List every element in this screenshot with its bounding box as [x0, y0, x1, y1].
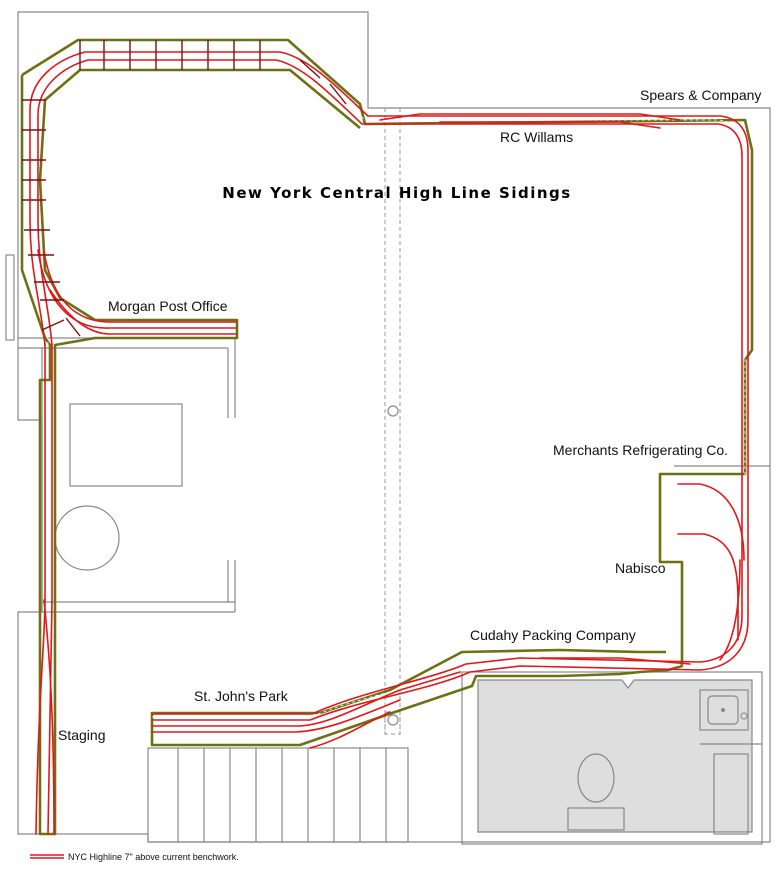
- bathroom: [461, 671, 763, 845]
- legend: NYC Highline 7" above current benchwork.: [30, 852, 239, 862]
- diagram-title: New York Central High Line Sidings: [222, 184, 571, 202]
- labels: New York Central High Line Sidings Spear…: [58, 87, 761, 743]
- equipment-box: [69, 403, 183, 487]
- bathroom-floor: [477, 679, 753, 833]
- support-post-lower: [387, 714, 399, 726]
- label-rc-williams: RC Willams: [500, 129, 573, 145]
- label-st-johns-park: St. John's Park: [194, 688, 289, 704]
- toilet-tank: [567, 807, 625, 831]
- support-beam: [384, 108, 401, 735]
- label-spears-company: Spears & Company: [640, 87, 761, 103]
- water-heater-circle: [54, 505, 120, 571]
- support-post-upper: [387, 405, 399, 417]
- toilet-bowl: [577, 753, 615, 803]
- label-staging: Staging: [58, 727, 105, 743]
- label-cudahy-packing: Cudahy Packing Company: [470, 627, 636, 643]
- track-layout: [22, 40, 749, 835]
- legend-text: NYC Highline 7" above current benchwork.: [68, 852, 239, 862]
- sink: [699, 689, 749, 731]
- equipment: [54, 403, 183, 571]
- label-morgan-post-office: Morgan Post Office: [108, 298, 228, 314]
- label-nabisco: Nabisco: [615, 560, 666, 576]
- label-merchants-refrigerating: Merchants Refrigerating Co.: [553, 442, 728, 458]
- stairs: [147, 747, 409, 843]
